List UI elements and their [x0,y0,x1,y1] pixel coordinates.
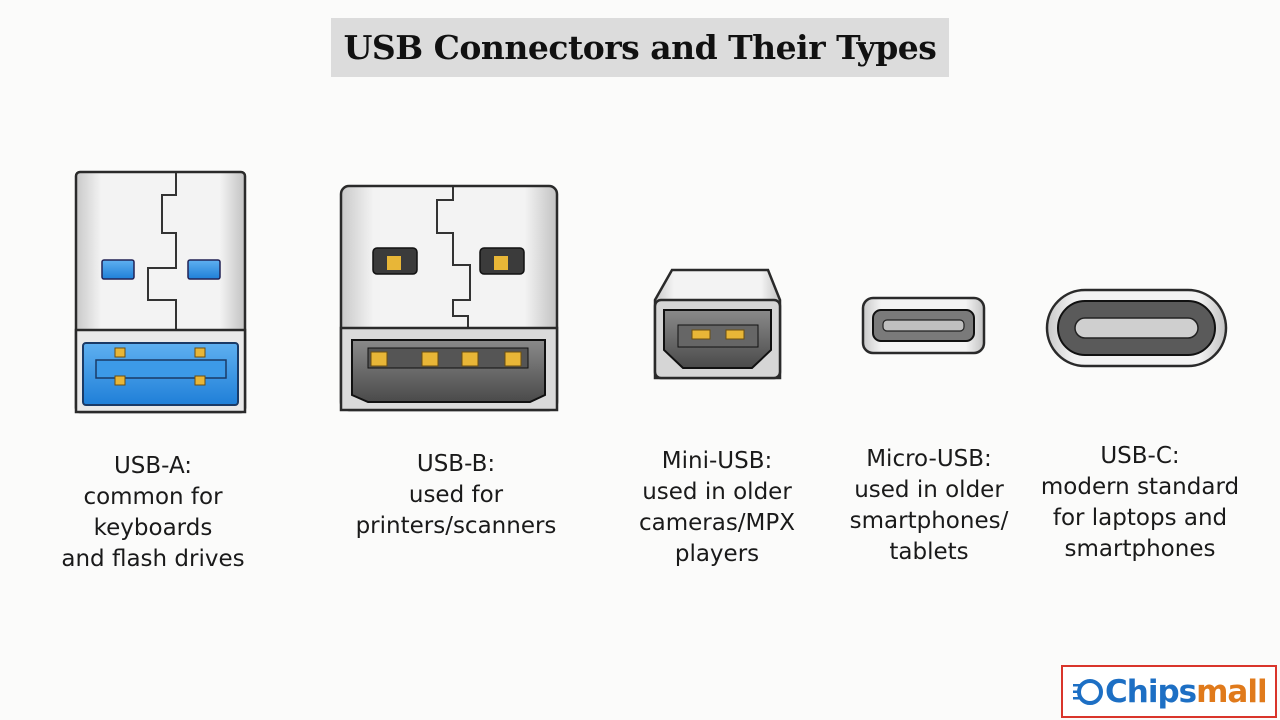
connector-desc-line: for laptops and [1052,505,1228,531]
connector-desc-line: players [674,541,760,567]
connector-name: Mini-USB: [661,448,773,474]
logo-text-part2: mall [1196,673,1267,710]
caption-mini-usb: Mini-USB: used in older cameras/MPX play… [622,446,812,570]
caption-usb-c: USB-C: modern standard for laptops and s… [1035,441,1245,565]
usb-a-connector [74,170,247,414]
connector-desc-line: smartphones/ [849,508,1009,534]
chipsmall-logo: Chips mall [1061,665,1277,718]
usb-b-connector [339,184,559,412]
connector-desc-line: used in older [854,477,1004,503]
logo-text-part1: Chips [1105,673,1197,710]
connector-name: Micro-USB: [866,446,992,472]
connector-desc-line: keyboards [93,515,213,541]
micro-usb-connector [861,296,986,355]
connector-desc-line: smartphones [1064,536,1216,562]
page-title: USB Connectors and Their Types [331,18,949,77]
connector-desc-line: and flash drives [61,546,245,572]
connector-desc-line: used in older [642,479,792,505]
connector-desc-line: modern standard [1040,474,1240,500]
chip-icon [1073,678,1103,705]
connector-desc-line: used for [408,482,504,508]
connector-name: USB-C: [1100,443,1180,469]
usb-c-connector [1045,288,1228,368]
mini-usb-connector [653,268,782,380]
connector-desc-line: common for [83,484,223,510]
caption-micro-usb: Micro-USB: used in older smartphones/ ta… [834,444,1024,568]
connector-desc-line: printers/scanners [355,513,557,539]
connector-desc-line: tablets [889,539,969,565]
caption-usb-b: USB-B: used for printers/scanners [346,449,566,542]
connector-name: USB-B: [416,451,496,477]
connector-desc-line: cameras/MPX [638,510,796,536]
connector-name: USB-A: [113,453,193,479]
caption-usb-a: USB-A: common for keyboards and flash dr… [48,451,258,575]
